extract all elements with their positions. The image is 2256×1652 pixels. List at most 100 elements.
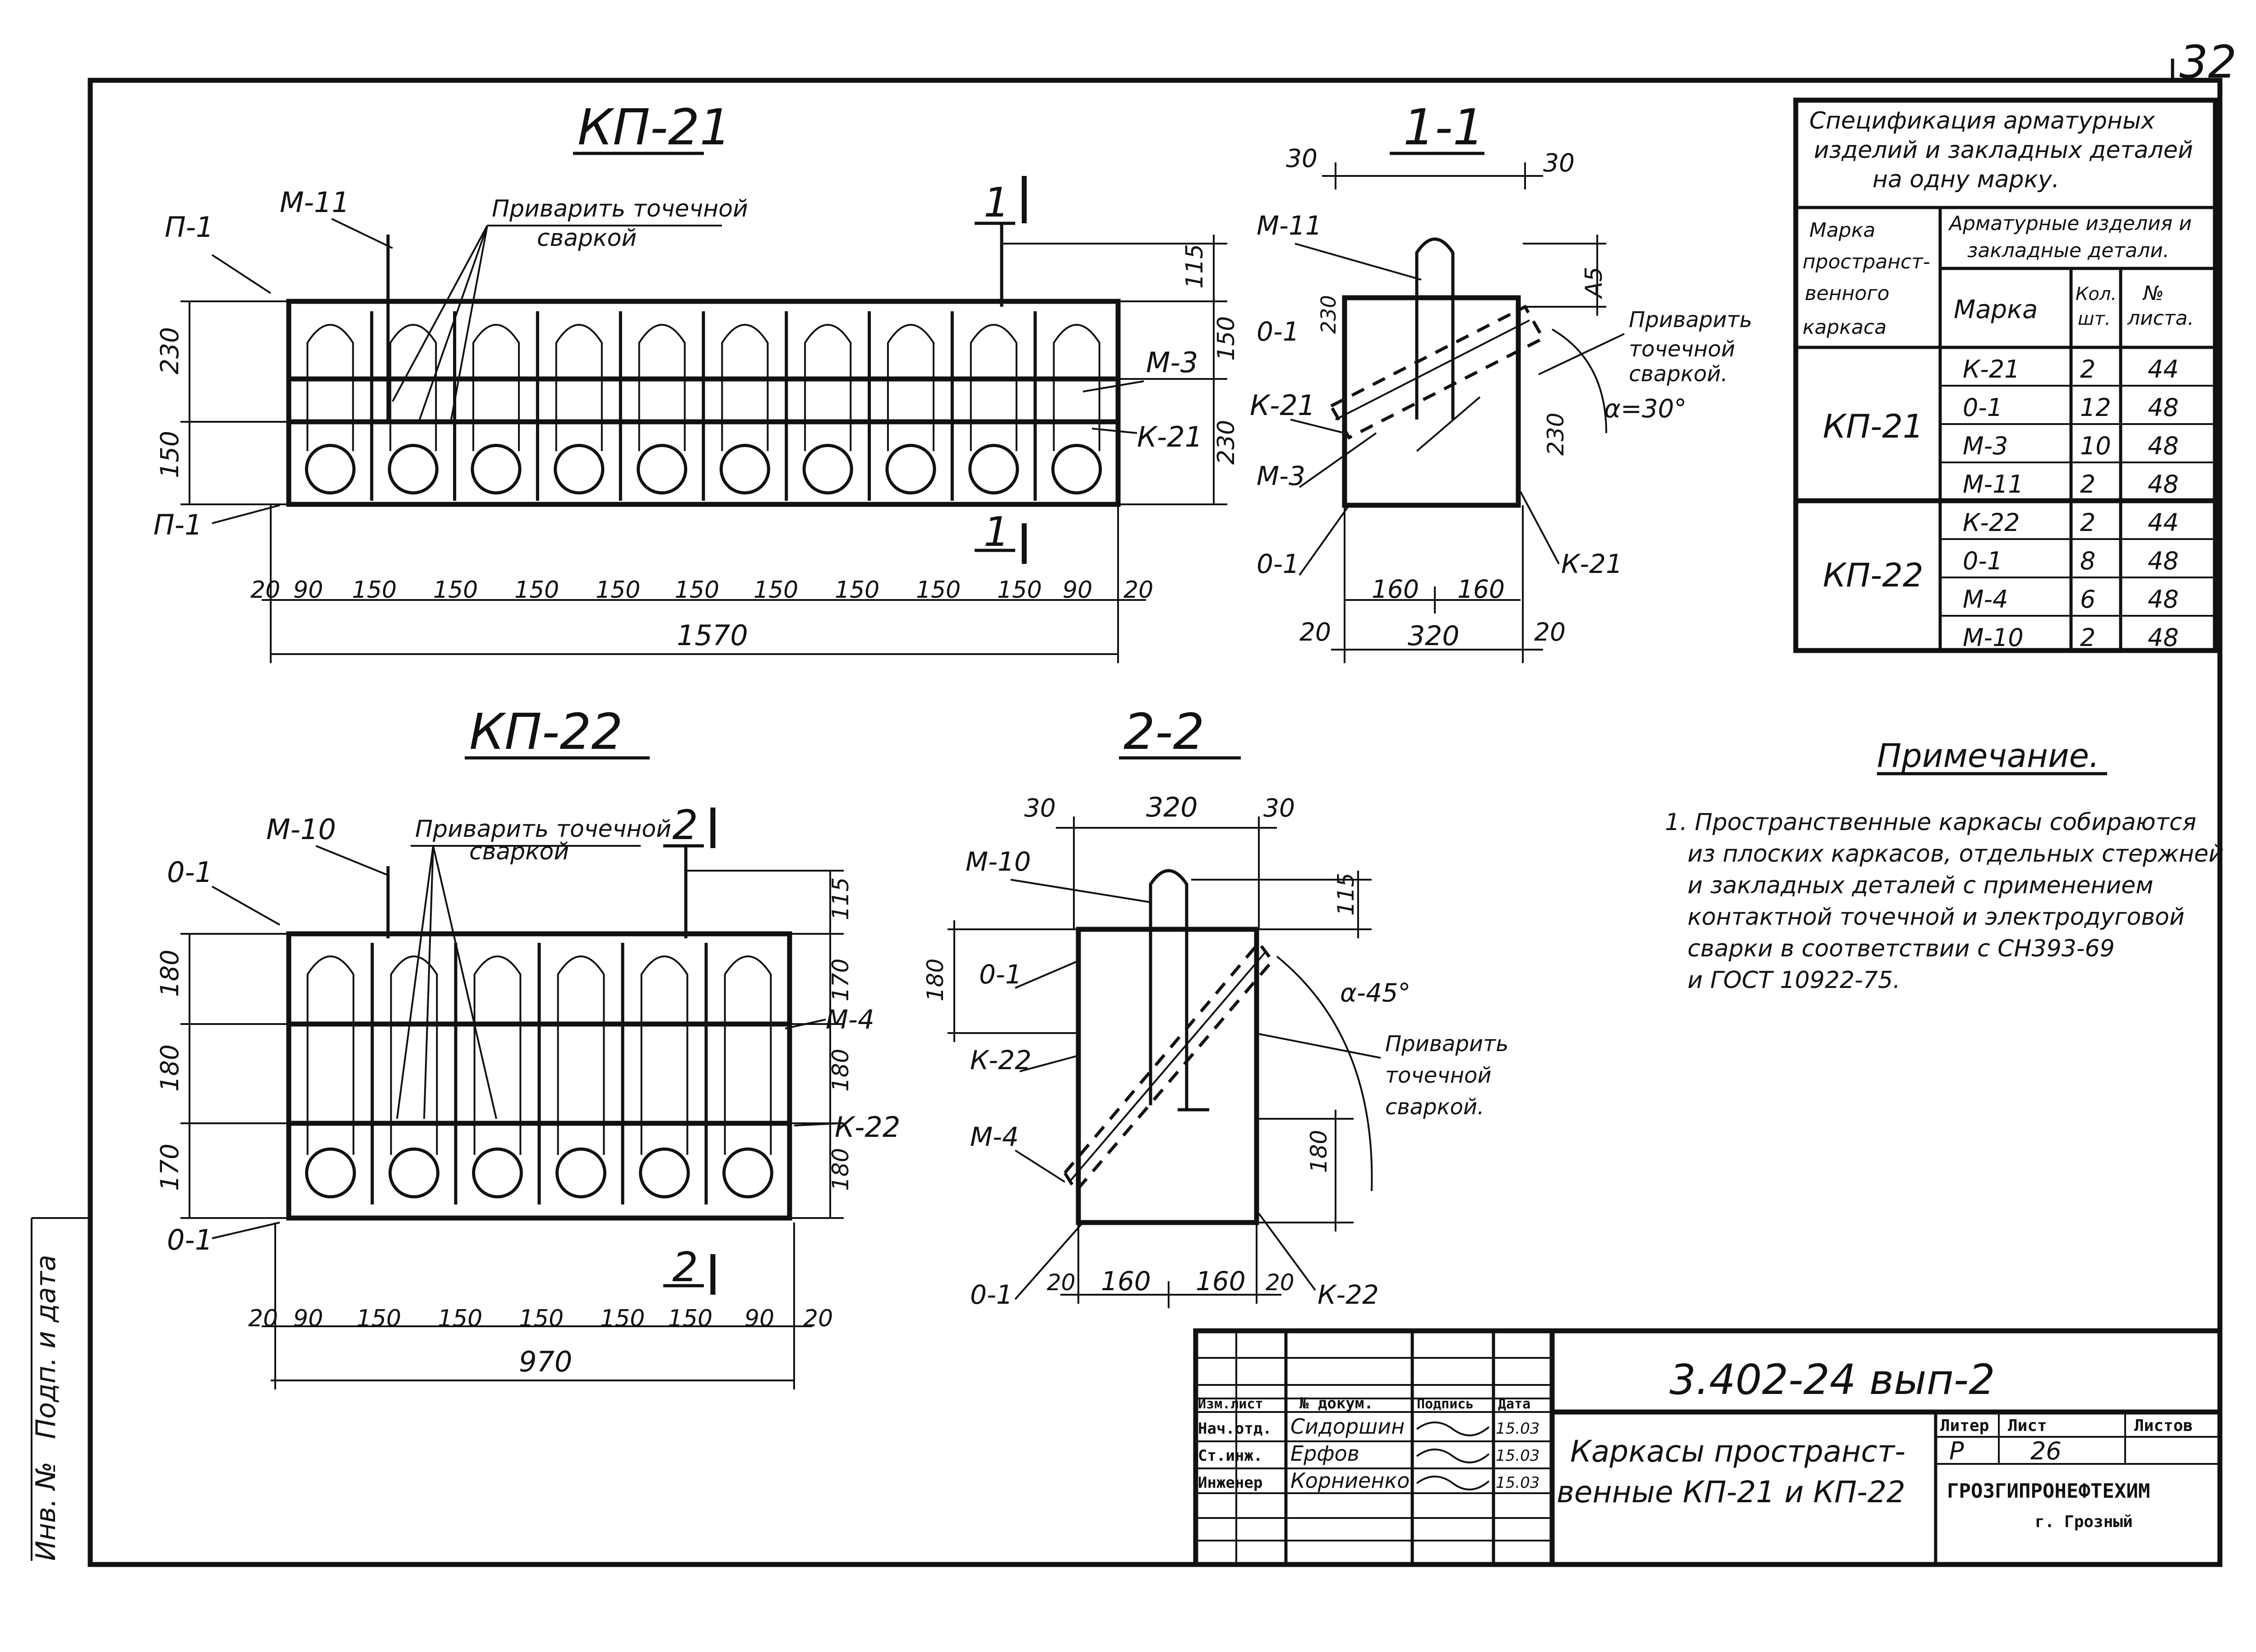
kp22-dim-bottom: 20	[803, 1305, 833, 1332]
spec-group-header-2: закладные детали.	[1967, 239, 2169, 262]
kp21-anchor-circle	[1051, 443, 1102, 495]
kp22-dim-right-3: 180	[828, 1049, 854, 1092]
kp22-dim-bottom: 150	[668, 1305, 712, 1332]
kp21-dim-bottom: 20	[1123, 577, 1153, 604]
title-col-izm: Изм.лист	[1198, 1396, 1263, 1412]
spec-group-kp22: КП-22	[1823, 556, 1923, 594]
spec-table: Спецификация арматурных изделий и заклад…	[1793, 97, 2218, 653]
spec-group-kp21: КП-21	[1823, 407, 1923, 445]
spec-cell-sheet: 48	[2148, 547, 2179, 575]
sec22-label-o1-bot: 0-1	[970, 1279, 1013, 1310]
sec22-dim-bottom-20-right: 20	[1266, 1269, 1294, 1296]
kp21-anchor-circle	[637, 443, 688, 495]
kp22-label-k22: К-22	[835, 1111, 900, 1144]
spec-cell-mark: М-3	[1963, 432, 2008, 460]
kp21-dim-bottom: 90	[293, 577, 323, 604]
sec22-label-m10: М-10	[966, 846, 1031, 877]
kp21-anchor-circle	[305, 443, 356, 495]
signer-role: Инженер	[1198, 1474, 1262, 1492]
kp21-loop-bar	[721, 324, 769, 451]
spec-cell-sheet: 48	[2148, 623, 2179, 652]
kp22-weld-note-1: Приварить точечной	[415, 816, 671, 843]
spec-cell-sheet: 48	[2148, 470, 2179, 498]
sec22-dim-top-320: 320	[1146, 792, 1198, 823]
sec11-weld-note-3: сваркой.	[1629, 361, 1728, 387]
spec-cell-mark: М-11	[1963, 470, 2024, 498]
kp22-drawing: КП-22 М-10 0-1 0-1 Приварить точечной св…	[155, 703, 900, 1389]
spec-cell-qty: 2	[2080, 355, 2095, 383]
kp22-dim-left-3: 170	[155, 1144, 184, 1191]
kp22-overall-dim: 970	[519, 1345, 572, 1378]
spec-sub-qty-1: Кол.	[2076, 284, 2117, 305]
sec22-dim-bottom-160a: 160	[1101, 1266, 1151, 1297]
sec11-title: 1-1	[1403, 98, 1484, 156]
sec11-dim-320: 320	[1408, 620, 1460, 652]
kp21-anchor-circle	[719, 443, 770, 495]
kp22-section-mark-bot: 2	[672, 1244, 698, 1291]
sec11-label-m3: М-3	[1257, 461, 1305, 491]
kp21-label-p1-bot: П-1	[153, 508, 202, 541]
kp21-dim-bottom: 90	[1063, 577, 1092, 604]
note-block: Примечание. 1. Пространственные каркасы …	[1665, 737, 2224, 994]
spec-cell-qty: 10	[2080, 432, 2111, 460]
sec11-dim-bottom-160a: 160	[1372, 575, 1419, 604]
sec22-dim-bottom-20-left: 20	[1047, 1269, 1076, 1296]
title-drawing-name-1: Каркасы пространст-	[1570, 1434, 1905, 1469]
sec22-label-o1-top: 0-1	[979, 959, 1022, 990]
kp21-overall-dim: 1570	[677, 619, 748, 652]
spec-cell-qty: 2	[2080, 623, 2095, 652]
sec22-weld-note-1: Приварить	[1385, 1031, 1508, 1057]
kp22-loop-bar	[390, 955, 438, 1155]
kp21-anchor-circle	[885, 443, 936, 495]
sec11-weld-note-2: точечной	[1629, 337, 1735, 362]
kp22-dim-left-2: 180	[155, 1044, 184, 1092]
note-line: контактной точечной и электродуговой	[1687, 904, 2185, 931]
note-line: и ГОСТ 10922-75.	[1687, 967, 1900, 994]
spec-sub-qty-2: шт.	[2078, 309, 2111, 329]
sec11-dim-20-left: 20	[1299, 618, 1331, 646]
kp21-dim-left-150: 150	[155, 431, 184, 478]
spec-cell-qty: 12	[2080, 393, 2111, 422]
kp22-anchor-circle	[555, 1147, 606, 1199]
kp21-loop-bar	[306, 324, 354, 451]
sec11-dim-top-30-left: 30	[1286, 144, 1318, 173]
section-2-2: 2-2 30 320 30 115 М-10 0-1 180 К-22 М-4 …	[922, 703, 1508, 1310]
title-block: 3.402-24 вып-2 Изм.лист № докум. Подпись…	[1193, 1328, 2223, 1567]
kp22-dim-right-1: 115	[828, 877, 854, 920]
kp21-loop-bar	[887, 324, 935, 451]
kp22-label-o1-bot: 0-1	[167, 1223, 213, 1256]
note-line: 1. Пространственные каркасы собираются	[1665, 809, 2196, 836]
side-sign-label: Подп. и дата	[30, 1255, 62, 1439]
kp21-loop-bar	[804, 324, 852, 451]
sec22-dim-180-right: 180	[1306, 1130, 1332, 1173]
sec11-weld-note-1: Приварить	[1629, 307, 1752, 332]
kp22-anchor-circle	[472, 1147, 523, 1199]
title-doc-code: 3.402-24 вып-2	[1669, 1356, 1995, 1404]
kp21-section-mark-bot: 1	[984, 508, 1009, 556]
spec-cell-mark: К-22	[1963, 508, 2020, 537]
section-1-1: 1-1 30 30 М-11 0-1 230 К-21 М-3 0-1 К-21…	[1250, 98, 1752, 663]
sheet-frame	[88, 78, 2223, 1567]
signer-date: 15.03	[1496, 1447, 1539, 1465]
kp21-dim-bottom: 150	[835, 577, 879, 604]
kp22-loop-bar	[724, 955, 772, 1155]
kp22-dim-bottom: 90	[744, 1305, 774, 1332]
kp21-drawing: КП-21 П-1 П-1 М-11 Приварить точечной св…	[153, 98, 1240, 663]
sec11-dim-top-30-right: 30	[1543, 148, 1575, 177]
spec-cell-qty: 6	[2080, 585, 2095, 614]
spec-cell-mark: К-21	[1963, 355, 2020, 383]
spec-cell-qty: 2	[2080, 508, 2095, 537]
spec-sub-mark: Марка	[1954, 295, 2038, 324]
spec-sub-sheet-2: листа.	[2127, 307, 2194, 330]
side-stamp: Инв. № Подп. и дата	[30, 1217, 90, 1561]
kp22-dim-bottom: 90	[293, 1305, 323, 1332]
kp21-label-k21: К-21	[1137, 420, 1202, 453]
spec-group-header-1: Арматурные изделия и	[1948, 212, 2192, 235]
signer-signature	[1416, 1449, 1490, 1463]
sec11-dim-a5: А5	[1581, 267, 1608, 299]
title-col-date: Дата	[1498, 1396, 1530, 1412]
spec-title-1: Спецификация арматурных	[1809, 107, 2155, 134]
kp21-label-p1-top: П-1	[165, 211, 213, 244]
kp21-anchor-circle	[554, 443, 605, 495]
